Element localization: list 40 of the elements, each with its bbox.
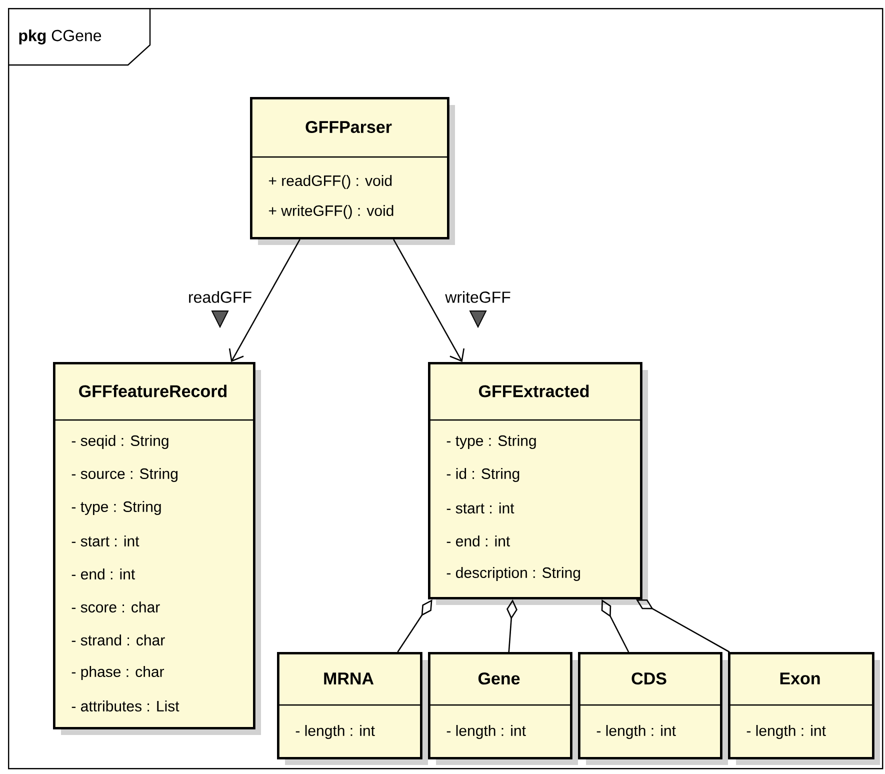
attribute-text: - description : String — [446, 567, 580, 581]
class-box — [578, 652, 728, 765]
attribute-text: - length : int — [446, 725, 526, 739]
attribute-text: - length : int — [296, 725, 375, 739]
attribute-text: - id : String — [446, 468, 520, 482]
package-frame — [8, 8, 884, 770]
attribute-text: - length : int — [596, 725, 676, 739]
attribute-text: - type : String — [446, 435, 536, 449]
class-name: Gene — [478, 672, 520, 685]
attribute-text: - start : int — [446, 502, 514, 514]
class-box — [428, 362, 648, 605]
attribute-text: - end : int — [72, 568, 135, 580]
attribute-text: - phase : char — [72, 666, 164, 680]
class-name: Exon — [780, 672, 820, 684]
attribute-text: - score : char — [72, 602, 160, 612]
attribute-text: + writeGFF() : void — [268, 205, 394, 219]
attribute-text: - attributes : List — [72, 700, 180, 712]
attribute-text: - seqid : String — [72, 435, 168, 449]
class-name: MRNA — [324, 672, 374, 684]
arrow — [228, 239, 300, 362]
class-name: GFFfeatureRecord — [79, 384, 226, 398]
class-name: GFFExtracted — [478, 384, 589, 398]
class-name: GFFParser — [306, 120, 392, 134]
edge-label: readGFF — [187, 290, 254, 304]
class-box — [277, 652, 428, 765]
attribute-text: - length : int — [746, 725, 826, 739]
class-box — [428, 652, 578, 765]
attribute-text: - start : int — [72, 536, 140, 546]
attribute-text: - type : String — [72, 501, 161, 515]
package-name: pkg CGene — [19, 30, 102, 44]
class-box — [53, 362, 261, 735]
class-name: CDS — [632, 672, 666, 685]
attribute-text: - end : int — [446, 536, 510, 546]
attribute-text: - strand : char — [72, 634, 165, 646]
arrow — [393, 239, 465, 362]
attribute-text: + readGFF() : void — [268, 175, 392, 189]
edge-label: writeGFF — [444, 290, 512, 304]
class-box — [728, 652, 880, 765]
class-box — [250, 97, 455, 245]
attribute-text: - source : String — [72, 468, 178, 482]
